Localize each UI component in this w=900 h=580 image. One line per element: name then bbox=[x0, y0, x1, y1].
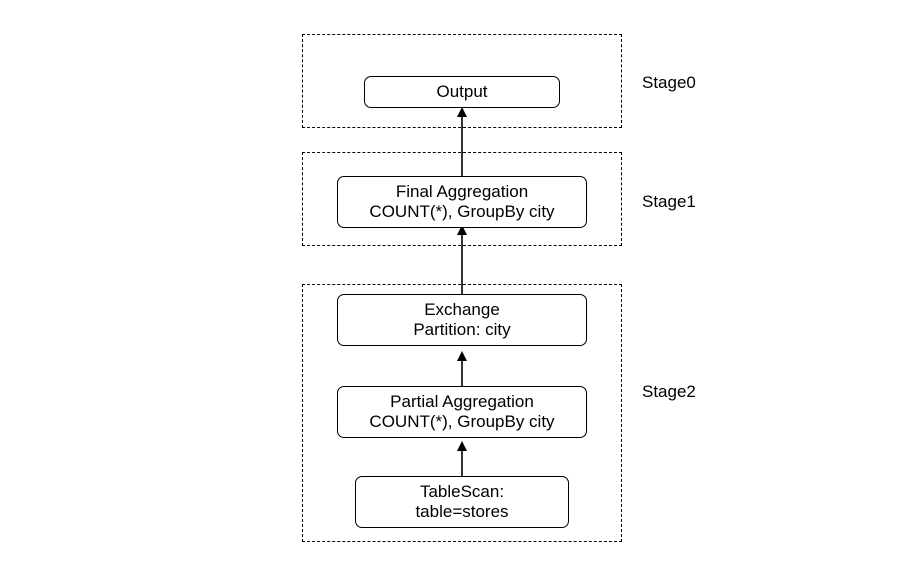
output-node-line1: Output bbox=[436, 82, 488, 101]
final-aggregation-line2: COUNT(*), GroupBy city bbox=[369, 202, 555, 221]
exchange-line2: Partition: city bbox=[413, 320, 511, 339]
exchange-line1: Exchange bbox=[424, 300, 500, 319]
stage0-label: Stage0 bbox=[642, 73, 696, 92]
table-scan-node: TableScan: table=stores bbox=[355, 476, 569, 528]
stage2-label: Stage2 bbox=[642, 382, 696, 401]
stage1-label: Stage1 bbox=[642, 192, 696, 211]
partial-aggregation-node: Partial Aggregation COUNT(*), GroupBy ci… bbox=[337, 386, 587, 438]
exchange-node: Exchange Partition: city bbox=[337, 294, 587, 346]
table-scan-line1: TableScan: bbox=[419, 482, 505, 501]
final-aggregation-line1: Final Aggregation bbox=[395, 182, 529, 201]
partial-aggregation-line1: Partial Aggregation bbox=[390, 392, 534, 411]
output-node: Output bbox=[364, 76, 560, 108]
final-aggregation-node: Final Aggregation COUNT(*), GroupBy city bbox=[337, 176, 587, 228]
table-scan-line2: table=stores bbox=[415, 502, 509, 521]
partial-aggregation-line2: COUNT(*), GroupBy city bbox=[369, 412, 555, 431]
